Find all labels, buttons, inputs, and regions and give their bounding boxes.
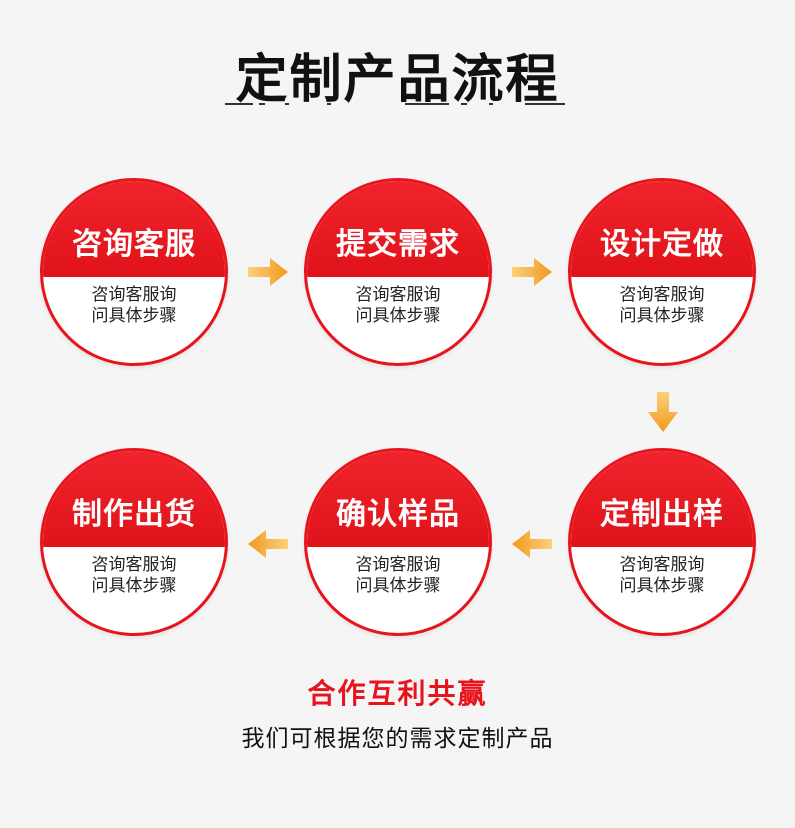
step-circle-ship: 制作出货 咨询客服询 问具体步骤 xyxy=(40,448,228,636)
footer-slogan: 合作互利共赢 xyxy=(307,677,488,710)
step-description: 咨询客服询 问具体步骤 xyxy=(571,555,753,597)
step-description: 咨询客服询 问具体步骤 xyxy=(307,285,489,327)
arrow-left-icon xyxy=(248,530,288,558)
step-circle-design: 设计定做 咨询客服询 问具体步骤 xyxy=(568,178,756,366)
step-heading: 确认样品 xyxy=(336,497,460,532)
step-desc-line: 咨询客服询 xyxy=(91,285,177,305)
step-desc-line: 咨询客服询 xyxy=(355,285,441,305)
step-header: 确认样品 xyxy=(307,451,489,547)
step-desc-line: 咨询客服询 xyxy=(619,285,705,305)
page-title: 定制产品流程 xyxy=(235,50,560,110)
step-header: 咨询客服 xyxy=(43,181,225,277)
arrow-right-icon xyxy=(248,258,288,286)
step-desc-line: 问具体步骤 xyxy=(355,576,441,596)
step-desc-line: 问具体步骤 xyxy=(619,576,705,596)
step-desc-line: 咨询客服询 xyxy=(91,555,177,575)
step-circle-consult: 咨询客服 咨询客服询 问具体步骤 xyxy=(40,178,228,366)
step-description: 咨询客服询 问具体步骤 xyxy=(307,555,489,597)
step-desc-line: 咨询客服询 xyxy=(355,555,441,575)
arrow-down-icon xyxy=(648,392,678,432)
step-heading: 制作出货 xyxy=(72,497,196,532)
title-decoration xyxy=(225,103,565,105)
step-header: 设计定做 xyxy=(571,181,753,277)
step-desc-line: 问具体步骤 xyxy=(619,306,705,326)
step-desc-line: 问具体步骤 xyxy=(91,306,177,326)
step-circle-submit: 提交需求 咨询客服询 问具体步骤 xyxy=(304,178,492,366)
step-description: 咨询客服询 问具体步骤 xyxy=(571,285,753,327)
step-description: 咨询客服询 问具体步骤 xyxy=(43,555,225,597)
step-heading: 设计定做 xyxy=(600,227,724,262)
step-desc-line: 问具体步骤 xyxy=(355,306,441,326)
step-desc-line: 问具体步骤 xyxy=(91,576,177,596)
arrow-left-icon xyxy=(512,530,552,558)
step-circle-confirm: 确认样品 咨询客服询 问具体步骤 xyxy=(304,448,492,636)
step-header: 定制出样 xyxy=(571,451,753,547)
step-heading: 咨询客服 xyxy=(72,227,196,262)
step-heading: 定制出样 xyxy=(600,497,724,532)
footer-subtitle: 我们可根据您的需求定制产品 xyxy=(241,726,554,752)
step-header: 提交需求 xyxy=(307,181,489,277)
step-description: 咨询客服询 问具体步骤 xyxy=(43,285,225,327)
step-heading: 提交需求 xyxy=(336,227,460,262)
step-desc-line: 咨询客服询 xyxy=(619,555,705,575)
step-header: 制作出货 xyxy=(43,451,225,547)
step-circle-sample: 定制出样 咨询客服询 问具体步骤 xyxy=(568,448,756,636)
arrow-right-icon xyxy=(512,258,552,286)
